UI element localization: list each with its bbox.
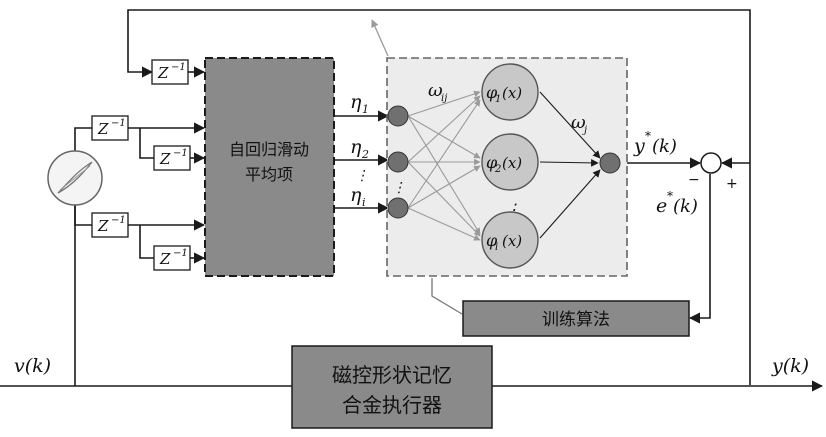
eta-label-2: η 2 <box>350 136 369 161</box>
summing-junction: − + <box>688 153 738 192</box>
input-neuron-2 <box>388 152 408 172</box>
hysteresis-sensor-icon <box>48 151 102 205</box>
plant-block: 磁控形状记忆 合金执行器 <box>292 346 492 428</box>
neural-network-panel: ⋮ φ 1 (x) φ 2 (x) ⋮ φ i (x) ω ij ω <box>372 20 627 276</box>
training-algorithm-block: 训练算法 <box>463 301 689 336</box>
training-link <box>432 278 462 314</box>
svg-text:η: η <box>350 136 362 158</box>
weight-label-wj: ω j <box>571 112 587 136</box>
svg-text:(x): (x) <box>502 84 522 102</box>
svg-text:i: i <box>495 242 498 253</box>
svg-text:−1: −1 <box>173 148 188 159</box>
rbf-node-2: φ 2 (x) <box>482 134 538 190</box>
svg-text:Z: Z <box>97 217 109 235</box>
eta-label-i: η i <box>350 184 366 209</box>
plus-sign: + <box>726 176 738 192</box>
svg-text:(k): (k) <box>652 136 677 157</box>
svg-text:Z: Z <box>159 250 171 268</box>
svg-text:−1: −1 <box>111 215 126 226</box>
delay-block-1a: Z −1 <box>92 116 128 140</box>
svg-text:(x): (x) <box>502 232 522 250</box>
svg-text:η: η <box>350 184 362 206</box>
svg-text:Z: Z <box>157 64 169 82</box>
svg-text:1: 1 <box>495 94 501 105</box>
eta-dots: ⋮ <box>355 168 369 184</box>
svg-text:Z: Z <box>159 150 171 168</box>
svg-text:i: i <box>362 196 366 209</box>
svg-text:−1: −1 <box>111 118 126 129</box>
plant-label-line1: 磁控形状记忆 <box>332 363 452 387</box>
delay-block-2a: Z −1 <box>92 213 128 237</box>
input-signal-label: v(k) <box>14 355 51 377</box>
svg-text:Z: Z <box>97 120 109 138</box>
eta-label-1: η 1 <box>350 91 369 116</box>
plant-label-line2: 合金执行器 <box>342 393 442 417</box>
ystar-label: y * (k) <box>633 129 677 157</box>
svg-text:ij: ij <box>441 93 447 104</box>
svg-text:η: η <box>350 91 362 113</box>
output-signal-label: y(k) <box>771 355 809 377</box>
svg-text:(x): (x) <box>502 154 522 172</box>
svg-text:y: y <box>633 135 645 157</box>
svg-text:(k): (k) <box>673 196 698 217</box>
svg-text:2: 2 <box>494 164 501 175</box>
minus-sign: − <box>688 172 700 188</box>
arma-label-line2: 平均项 <box>245 165 293 184</box>
estar-label: e * (k) <box>656 189 698 217</box>
svg-text:e: e <box>656 195 667 217</box>
svg-text:2: 2 <box>361 148 369 161</box>
training-algorithm-label: 训练算法 <box>542 310 610 330</box>
arma-block: 自回归滑动 平均项 <box>205 58 334 276</box>
input-neuron-i <box>388 198 408 218</box>
delay-block-1b: Z −1 <box>154 146 190 170</box>
input-neuron-1 <box>388 106 408 126</box>
svg-text:1: 1 <box>362 103 369 116</box>
delay-block-2b: Z −1 <box>154 246 190 270</box>
delay-block-top: Z −1 <box>152 60 188 84</box>
svg-text:−1: −1 <box>173 248 188 259</box>
svg-text:⋮: ⋮ <box>392 180 406 196</box>
rbf-node-i: φ i (x) <box>482 212 538 268</box>
svg-text:−1: −1 <box>171 62 186 73</box>
output-neuron <box>600 153 620 173</box>
svg-text:*: * <box>645 129 651 143</box>
arma-label-line1: 自回归滑动 <box>229 140 309 159</box>
rbf-node-1: φ 1 (x) <box>482 64 538 120</box>
